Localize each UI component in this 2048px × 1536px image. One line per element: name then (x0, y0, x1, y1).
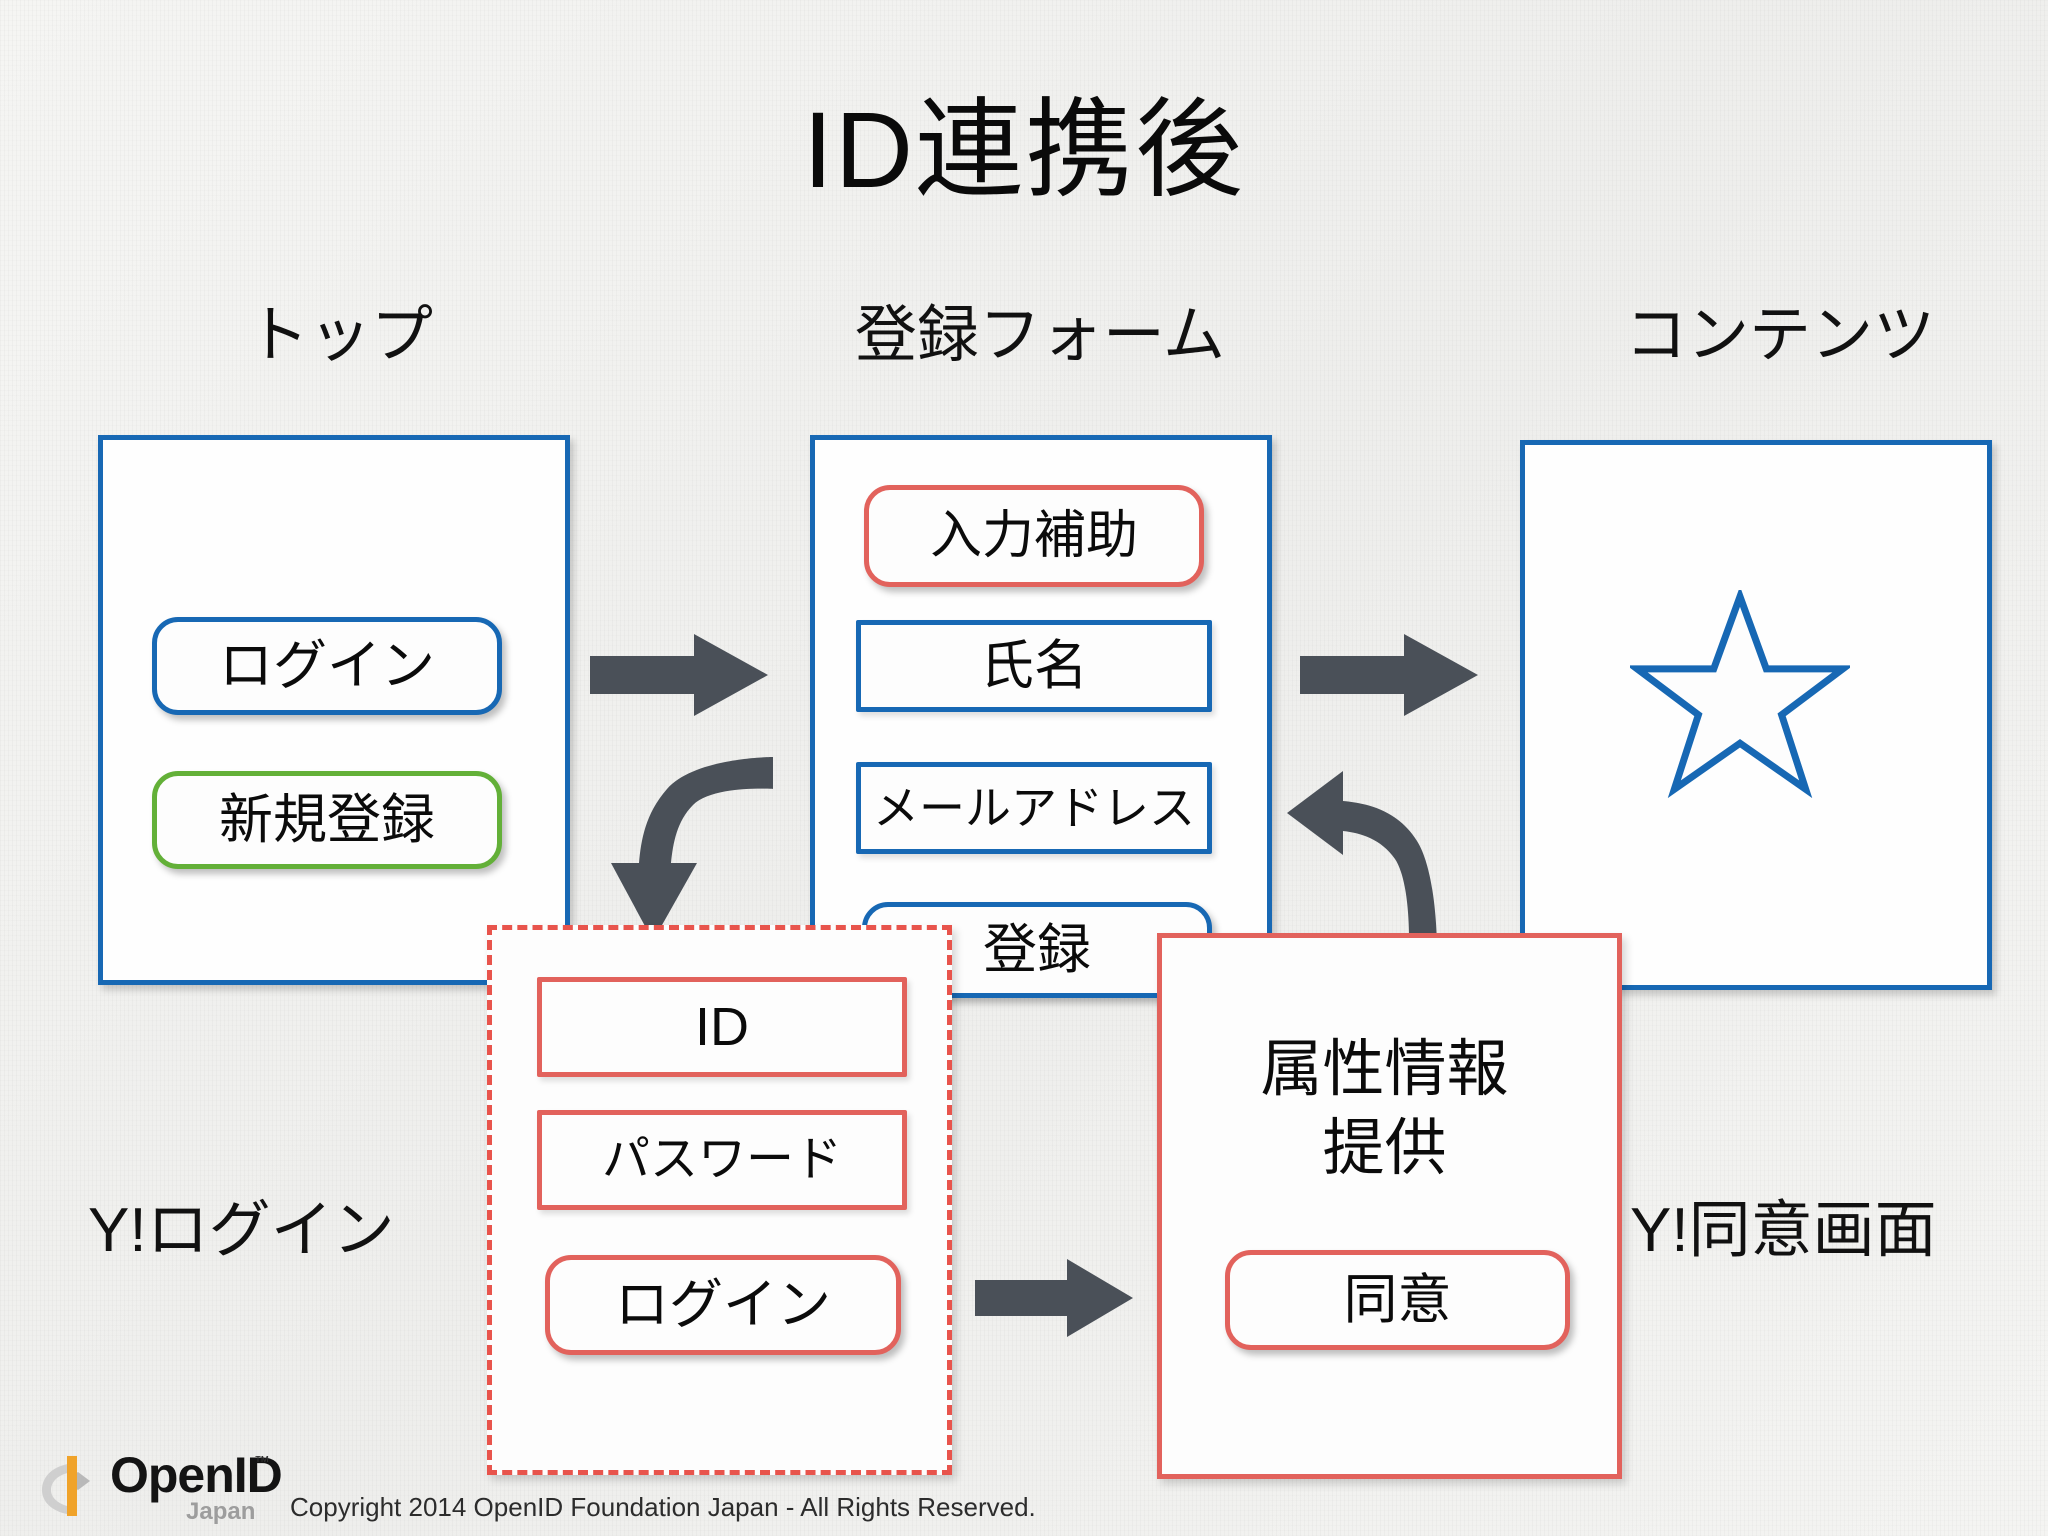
page-title: ID連携後 (802, 89, 1245, 210)
yahoo-password-field[interactable]: パスワード (537, 1110, 907, 1210)
copyright-text: Copyright 2014 OpenID Foundation Japan -… (290, 1492, 1036, 1522)
openid-logo: OpenID ™ Japan (38, 1450, 283, 1525)
yahoo-login-button[interactable]: ログイン (545, 1255, 901, 1355)
caption-yahoo-consent: Y!同意画面 (1630, 1196, 1937, 1265)
star-icon (1630, 590, 1850, 798)
openid-trademark: ™ (254, 1454, 270, 1471)
consent-heading-line1: 属性情報 (1260, 1035, 1509, 1104)
openid-mark-icon (42, 1456, 90, 1516)
arrow-contents-to-form-icon (1287, 771, 1437, 947)
arrow-yahoo-login-to-consent-icon (975, 1259, 1133, 1337)
input-assist-button[interactable]: 入力補助 (864, 485, 1204, 587)
login-button[interactable]: ログイン (152, 617, 502, 715)
caption-contents: コンテンツ (1624, 301, 1935, 370)
name-field[interactable]: 氏名 (856, 620, 1212, 712)
arrow-form-to-yahoo-login-icon (611, 757, 773, 941)
email-field[interactable]: メールアドレス (856, 762, 1212, 854)
caption-yahoo-login: Y!ログイン (88, 1196, 395, 1265)
arrow-top-to-form-icon (590, 634, 768, 716)
yahoo-id-field[interactable]: ID (537, 977, 907, 1077)
openid-wordmark: OpenID (110, 1447, 283, 1503)
footer: OpenID ™ Japan Copyright 2014 OpenID Fou… (38, 1450, 1036, 1525)
caption-top-screen: トップ (246, 301, 433, 370)
consent-heading: 属性情報 提供 (1157, 1030, 1612, 1189)
openid-subtitle: Japan (186, 1498, 256, 1525)
caption-registration-form: 登録フォーム (854, 301, 1226, 370)
signup-button[interactable]: 新規登録 (152, 771, 502, 869)
consent-heading-line2: 提供 (1322, 1114, 1447, 1184)
agree-button[interactable]: 同意 (1225, 1250, 1570, 1350)
arrow-form-to-contents-icon (1300, 634, 1478, 716)
yahoo-consent-panel (1157, 933, 1622, 1479)
